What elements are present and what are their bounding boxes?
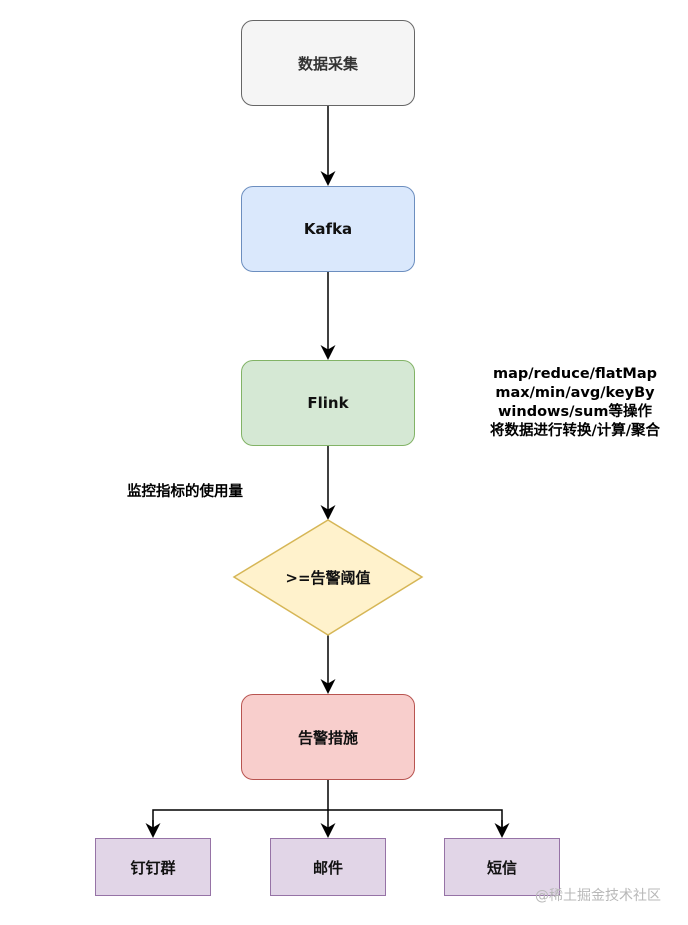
node-threshold-label: >=告警阈值 <box>285 569 371 587</box>
node-email: 邮件 <box>270 838 386 896</box>
node-sms: 短信 <box>444 838 560 896</box>
note-ops-line: windows/sum等操作 <box>498 404 652 420</box>
watermark: @稀土掘金技术社区 <box>535 888 661 904</box>
threshold-diamond <box>232 519 424 636</box>
node-kafka: Kafka <box>241 186 415 272</box>
note-ops-line: 将数据进行转换/计算/聚合 <box>489 423 661 439</box>
node-flink: Flink <box>241 360 415 446</box>
note-flink-operations: map/reduce/flatMap max/min/avg/keyBy win… <box>470 365 680 441</box>
node-alert-action: 告警措施 <box>241 694 415 780</box>
note-metric-usage: 监控指标的使用量 <box>127 484 243 500</box>
note-ops-line: map/reduce/flatMap <box>492 366 658 382</box>
note-ops-line: max/min/avg/keyBy <box>495 385 655 401</box>
node-dingtalk-group: 钉钉群 <box>95 838 211 896</box>
node-data-collection: 数据采集 <box>241 20 415 106</box>
